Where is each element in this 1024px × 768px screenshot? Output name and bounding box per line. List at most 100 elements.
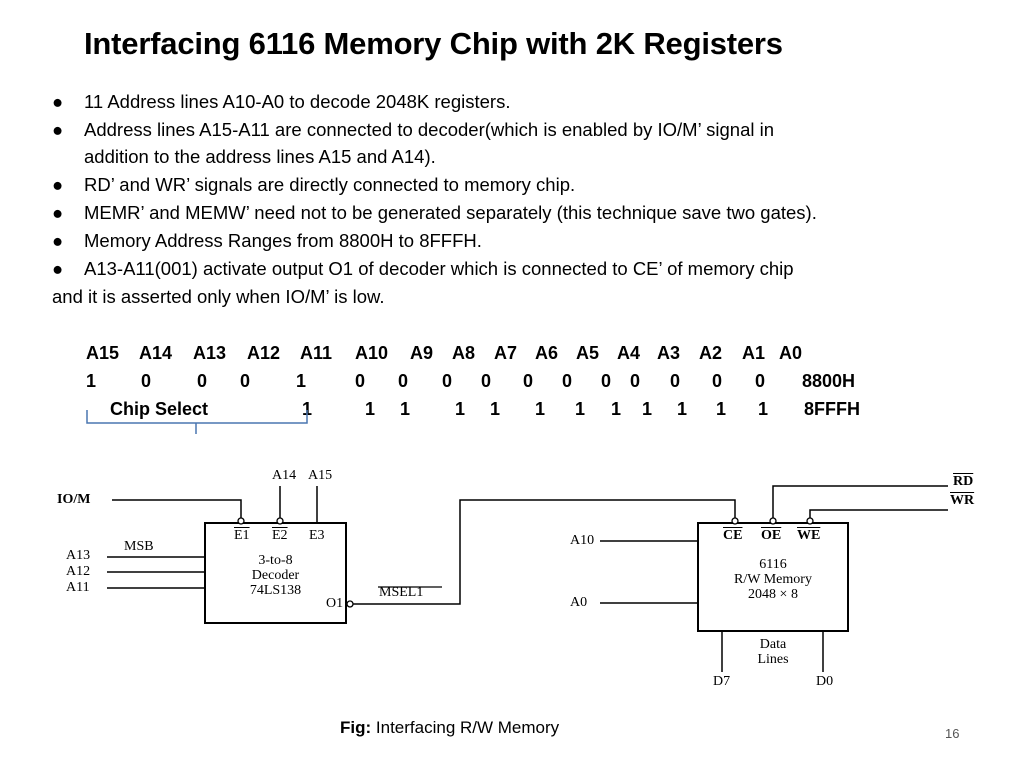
row1-bit: 0: [481, 371, 492, 391]
io-m-wire: [112, 499, 242, 518]
wr-wire: [809, 509, 948, 518]
row1-bit: 0: [442, 371, 453, 391]
io-m-label: IO/M: [57, 492, 90, 508]
row2-bit: 1: [535, 399, 546, 419]
d0-label: D0: [816, 674, 834, 689]
row2-bit: 1: [758, 399, 769, 419]
d7-label: D7: [713, 674, 731, 689]
row1-bit: 0: [398, 371, 409, 391]
row1-bit: 1: [296, 371, 307, 391]
address-header-a3: A3: [657, 343, 681, 363]
rd-label: RD: [953, 474, 974, 489]
row1-bit: 0: [141, 371, 152, 391]
we-label: WE: [797, 528, 821, 543]
wr-label: WR: [950, 493, 975, 508]
row1-bit: 0: [523, 371, 534, 391]
bullet-2-continued: addition to the address lines A15 and A1…: [84, 146, 436, 167]
caption-text: Interfacing R/W Memory: [375, 718, 560, 737]
address-header-a9: A9: [410, 343, 434, 363]
caption-prefix: Fig:: [340, 718, 372, 737]
msel-label: MSEL1: [379, 585, 424, 600]
page-number: 16: [945, 726, 960, 741]
a15-label: A15: [308, 468, 333, 483]
e1-bubble: [237, 517, 245, 525]
row1-bit: 0: [562, 371, 573, 391]
a12-label: A12: [66, 564, 91, 579]
rd-wire: [772, 485, 948, 518]
row1-bit: 0: [197, 371, 208, 391]
a0-label: A0: [570, 595, 588, 610]
row2-bit: 1: [400, 399, 411, 419]
oe-label: OE: [761, 528, 782, 543]
e2-bubble: [276, 517, 284, 525]
data-lines-1: Data: [759, 637, 787, 652]
row2-bit: 1: [611, 399, 622, 419]
row1-bit: 0: [355, 371, 366, 391]
row1-bit: 0: [712, 371, 723, 391]
row1-bit: 0: [601, 371, 612, 391]
a10-label: A10: [570, 533, 595, 548]
row1-bit: 0: [670, 371, 681, 391]
a11-label: A11: [66, 580, 90, 595]
figure-caption: Fig: Interfacing R/W Memory: [340, 718, 559, 738]
decoder-line-1: 3-to-8: [258, 553, 293, 568]
bullet-2: ●Address lines A15-A11 are connected to …: [52, 119, 775, 140]
row1-bit: 0: [755, 371, 766, 391]
address-header-a5: A5: [576, 343, 600, 363]
row2-bit: 1: [716, 399, 727, 419]
decoder-box: [204, 522, 347, 624]
memory-line-1: 6116: [759, 557, 787, 572]
address-header-a11: A11: [300, 343, 333, 363]
e3-label: E3: [309, 528, 325, 543]
row2-bit: 1: [365, 399, 376, 419]
msel-wire: [353, 499, 736, 605]
row2-bit: 1: [677, 399, 688, 419]
row1-bit: 0: [240, 371, 251, 391]
o1-label: O1: [326, 596, 344, 611]
row2-hex: 8FFFH: [804, 399, 860, 419]
e1-label: E1: [234, 528, 250, 543]
row2-bit: 1: [575, 399, 586, 419]
bullet-5: ●Memory Address Ranges from 8800H to 8FF…: [52, 230, 482, 251]
ce-label: CE: [723, 528, 743, 543]
ce-bubble: [731, 517, 739, 525]
address-header-a2: A2: [699, 343, 723, 363]
bullet-1: ●11 Address lines A10-A0 to decode 2048K…: [52, 91, 511, 112]
address-header-a7: A7: [494, 343, 518, 363]
address-header-a6: A6: [535, 343, 559, 363]
we-bubble: [806, 517, 814, 525]
memory-line-3: 2048 × 8: [748, 587, 798, 602]
a13-label: A13: [66, 548, 91, 563]
address-header-a10: A10: [355, 343, 389, 363]
e2-label: E2: [272, 528, 288, 543]
row2-bit: 1: [490, 399, 501, 419]
row1-bit: 1: [86, 371, 97, 391]
address-header-a14: A14: [139, 343, 173, 363]
bullet-3: ●RD’ and WR’ signals are directly connec…: [52, 174, 576, 195]
chip-select-bracket: [86, 410, 308, 434]
row2-bit: 1: [302, 399, 313, 419]
address-header-a12: A12: [247, 343, 281, 363]
bullet-6-continued: and it is asserted only when IO/M’ is lo…: [52, 286, 385, 307]
chip-select-label: Chip Select: [110, 399, 209, 419]
io-m-text: IO/M: [57, 492, 91, 507]
slide-title: Interfacing 6116 Memory Chip with 2K Reg…: [84, 26, 783, 61]
row2-bit: 1: [455, 399, 466, 419]
decoder-line-3: 74LS138: [249, 583, 302, 598]
address-header-a8: A8: [452, 343, 476, 363]
address-header-a13: A13: [193, 343, 227, 363]
bullet-4: ●MEMR’ and MEMW’ need not to be generate…: [52, 202, 817, 223]
row1-bit: 0: [630, 371, 641, 391]
address-header-a4: A4: [617, 343, 641, 363]
oe-bubble: [769, 517, 777, 525]
bullet-6: ●A13-A11(001) activate output O1 of deco…: [52, 258, 794, 279]
data-lines-2: Lines: [757, 652, 789, 667]
decoder-line-2: Decoder: [251, 568, 300, 583]
memory-line-2: R/W Memory: [734, 572, 812, 587]
row1-hex: 8800H: [802, 371, 856, 391]
address-header-a1: A1: [742, 343, 766, 363]
address-header-a15: A15: [86, 343, 120, 363]
address-header-a0: A0: [779, 343, 803, 363]
a14-label: A14: [272, 468, 297, 483]
